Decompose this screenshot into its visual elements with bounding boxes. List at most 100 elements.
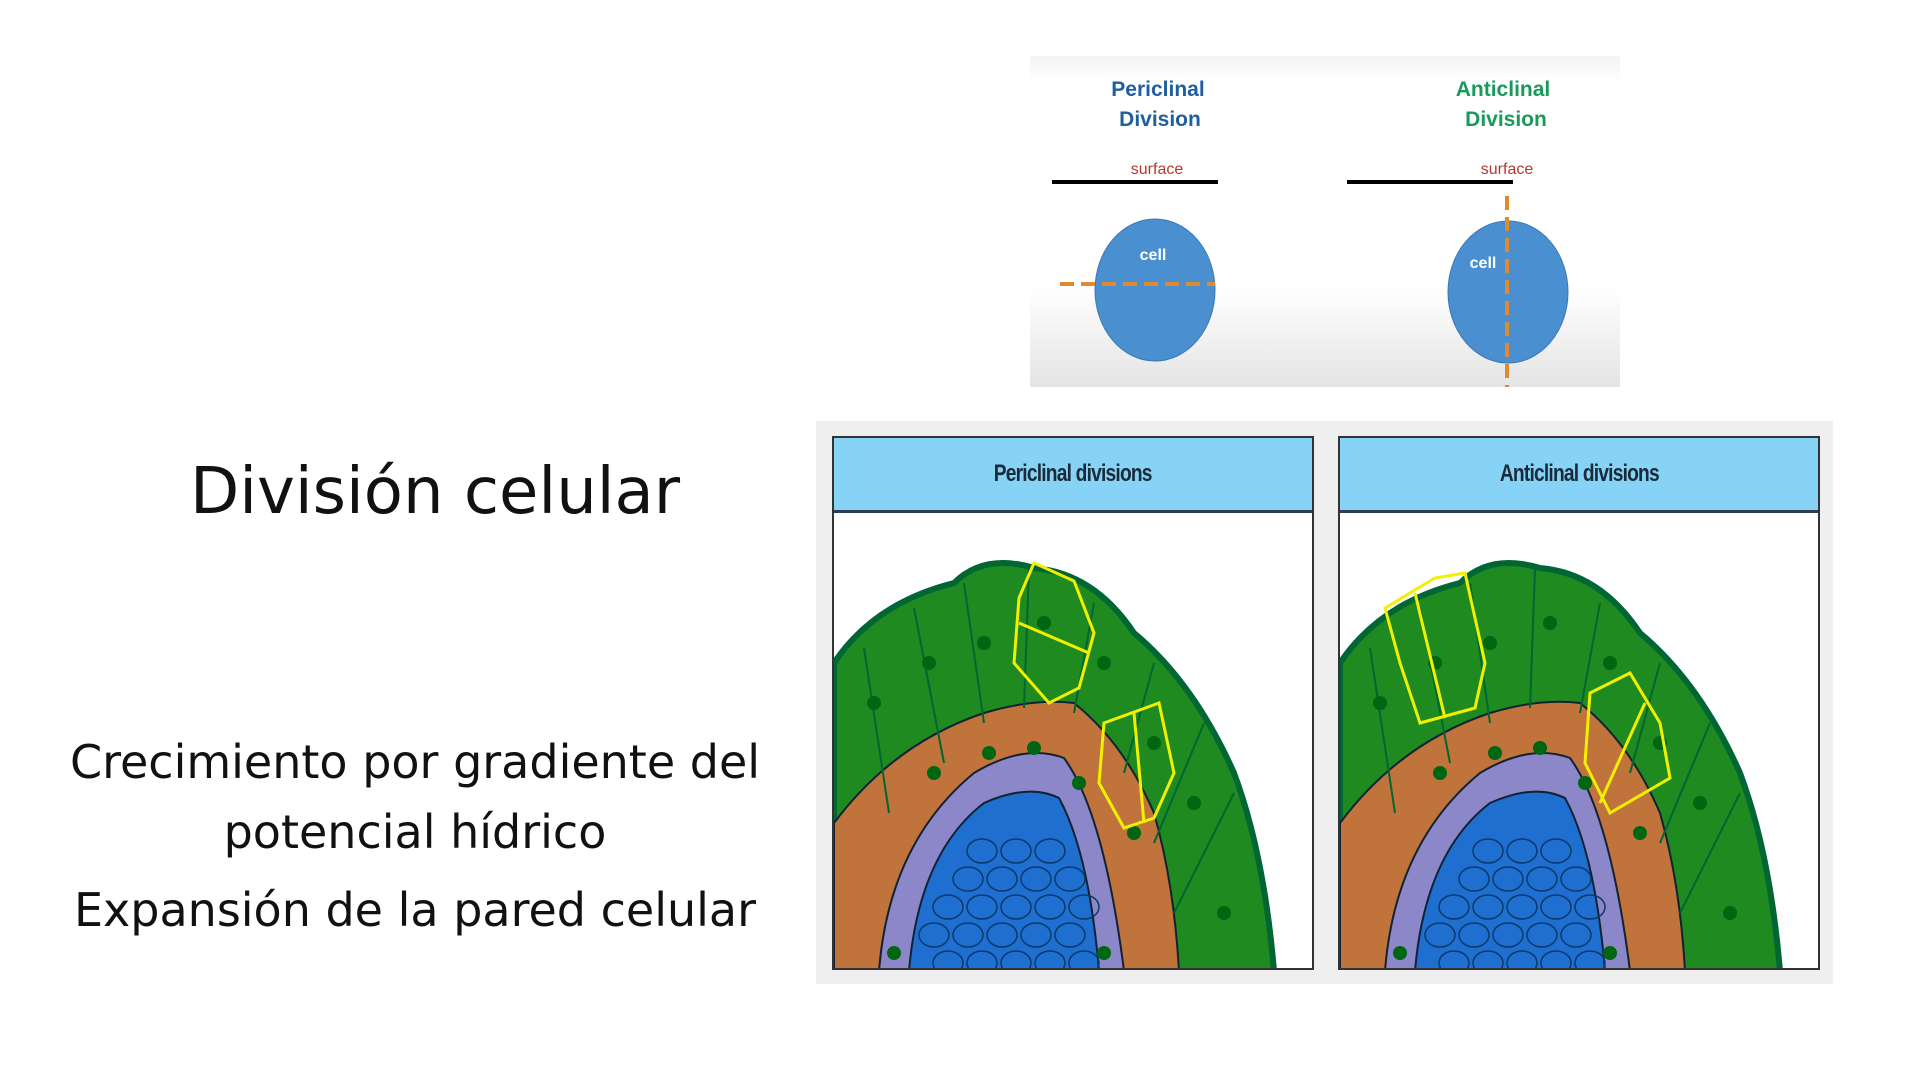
periclinal-title-line1: Periclinal	[1111, 78, 1204, 101]
cell-wall	[913, 607, 945, 764]
panel-header: Anticlinal divisions	[1340, 438, 1818, 513]
core-cell	[1438, 894, 1470, 920]
core-cell	[1506, 950, 1538, 968]
divided-cell-highlight	[1383, 571, 1487, 725]
panel-title: Periclinal divisions	[994, 460, 1153, 487]
core-cell	[1506, 894, 1538, 920]
core-cell	[1472, 894, 1504, 920]
core-cell	[1560, 866, 1592, 892]
core-cell	[1526, 922, 1558, 948]
divided-cell-highlight	[1583, 671, 1672, 816]
cell-wall	[1173, 792, 1235, 914]
core-cell	[1560, 922, 1592, 948]
core-cell	[1472, 950, 1504, 968]
nucleus	[1693, 796, 1707, 810]
core-cell	[1000, 838, 1032, 864]
periclinal-wall	[1132, 712, 1146, 824]
nucleus	[1147, 736, 1161, 750]
cell-wall	[1369, 647, 1396, 814]
core-cell	[1492, 922, 1524, 948]
periclinal-panel: Periclinal divisions	[832, 436, 1314, 970]
nucleus	[1603, 656, 1617, 670]
meristem-illustration	[834, 560, 1277, 968]
core-cell	[1506, 838, 1538, 864]
nucleus	[1578, 776, 1592, 790]
cell-left	[1094, 218, 1216, 362]
nucleus	[1483, 636, 1497, 650]
nucleus	[1097, 946, 1111, 960]
core-cell	[1034, 950, 1066, 968]
core-cell	[1540, 894, 1572, 920]
core-cell	[966, 894, 998, 920]
nucleus	[887, 946, 901, 960]
panel-header: Periclinal divisions	[834, 438, 1312, 513]
surface-label-right: surface	[1481, 161, 1534, 178]
core-cell	[932, 894, 964, 920]
meristem-illustration	[1340, 560, 1783, 968]
bullet-line-1: Crecimiento por gradiente del	[69, 735, 761, 789]
core-cell	[1000, 894, 1032, 920]
nucleus	[1217, 906, 1231, 920]
cell-wall	[1679, 792, 1741, 914]
nucleus	[1072, 776, 1086, 790]
nucleus	[1127, 826, 1141, 840]
core-cell	[1424, 922, 1456, 948]
nucleus	[977, 636, 991, 650]
core-cell	[952, 866, 984, 892]
meristem-division-figure: Periclinal divisions Anticlinal division…	[816, 421, 1833, 984]
core-cell	[1438, 950, 1470, 968]
divided-cell-highlight	[1012, 561, 1096, 705]
periclinal-wall	[1018, 621, 1090, 655]
cell-wall	[963, 582, 985, 724]
nucleus	[867, 696, 881, 710]
bullet-line-3: Expansión de la pared celular	[73, 883, 757, 937]
core-cell	[1574, 894, 1606, 920]
core-cell	[1054, 866, 1086, 892]
slide-title: División celular	[189, 455, 681, 529]
core-cell	[1000, 950, 1032, 968]
core-cell	[952, 922, 984, 948]
bullet-line-2: potencial hídrico	[223, 805, 607, 859]
division-orientation-figure: Periclinal Division Anticlinal Division …	[1030, 56, 1620, 387]
core-cell	[1068, 894, 1100, 920]
nucleus	[982, 746, 996, 760]
anticlinal-title-line2: Division	[1465, 108, 1547, 131]
core-cell	[1492, 866, 1524, 892]
core-tissue	[1414, 790, 1606, 968]
cell-wall	[1629, 662, 1661, 774]
cell-wall	[863, 647, 890, 814]
anticlinal-title-line1: Anticlinal	[1456, 78, 1551, 101]
divided-cell-highlight	[1097, 701, 1176, 830]
nucleus	[1488, 746, 1502, 760]
nucleus	[1097, 656, 1111, 670]
cell-wall	[1529, 567, 1536, 709]
nucleus	[1037, 616, 1051, 630]
surface-label-left: surface	[1131, 161, 1184, 178]
core-cell	[1574, 950, 1606, 968]
nucleus	[1723, 906, 1737, 920]
core-cell	[966, 950, 998, 968]
core-cell	[1526, 866, 1558, 892]
core-cell	[1034, 894, 1066, 920]
nucleus	[1027, 741, 1041, 755]
core-cell	[918, 922, 950, 948]
anticlinal-wall	[1413, 592, 1447, 719]
cell-wall	[1579, 602, 1601, 714]
nucleus	[1533, 741, 1547, 755]
core-cell	[986, 866, 1018, 892]
core-tissue	[908, 790, 1100, 968]
nucleus	[1187, 796, 1201, 810]
nucleus	[1543, 616, 1557, 630]
cell-label-left: cell	[1140, 247, 1167, 264]
core-cell	[1068, 950, 1100, 968]
anticlinal-panel: Anticlinal divisions	[1338, 436, 1820, 970]
cell-wall	[1659, 722, 1711, 844]
cell-label-right: cell	[1470, 255, 1497, 272]
nucleus	[922, 656, 936, 670]
core-cell	[1458, 866, 1490, 892]
nucleus	[927, 766, 941, 780]
nucleus	[1603, 946, 1617, 960]
core-cell	[986, 922, 1018, 948]
nucleus	[1633, 826, 1647, 840]
core-cell	[1540, 950, 1572, 968]
